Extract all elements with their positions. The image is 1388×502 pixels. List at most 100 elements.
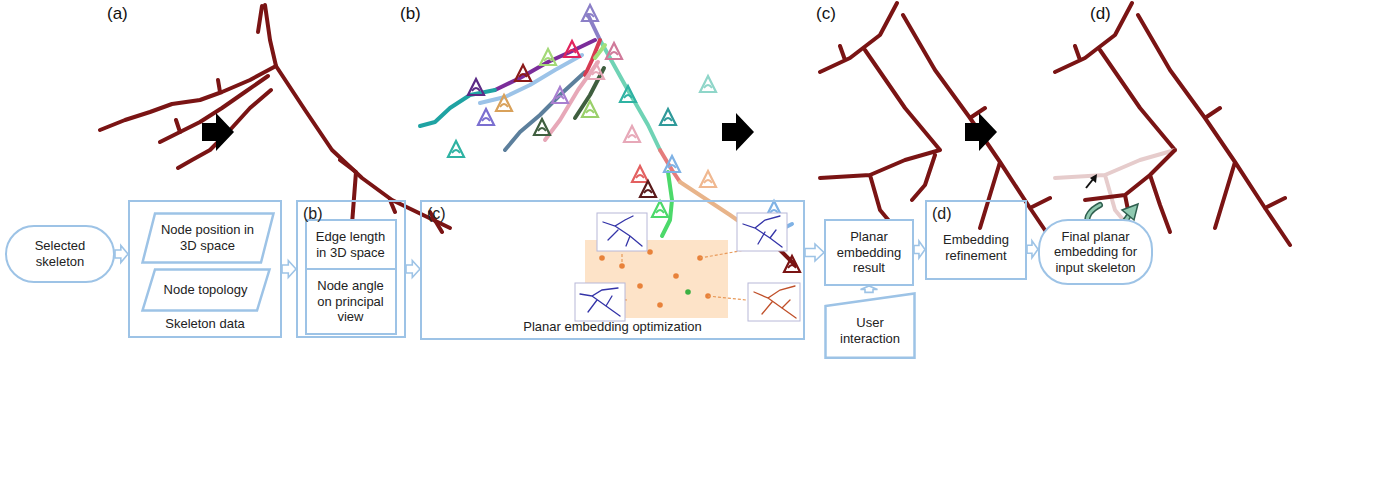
segment [495, 40, 595, 90]
view-symbol [582, 101, 598, 117]
step-arrow [202, 113, 234, 151]
group-box: (b)Edge length in 3D spaceNode angle on … [296, 200, 406, 338]
view-eye [636, 175, 644, 178]
view-eye [644, 190, 652, 193]
view-eye [704, 180, 712, 183]
view-symbol [582, 5, 598, 21]
node-text: Selected skeleton [13, 238, 107, 269]
data-parallelogram: Node position in 3D space [141, 212, 275, 264]
flow-arrow [861, 286, 878, 293]
view-eye [704, 85, 712, 88]
terminal-pill: Selected skeleton [5, 225, 115, 283]
mini-tree [754, 286, 796, 318]
view-triangle [588, 63, 604, 79]
skeleton-c [820, 3, 1055, 245]
view-triangle [515, 65, 531, 81]
view-triangle [540, 49, 556, 65]
skeleton-branch [178, 90, 271, 168]
view-eye [586, 110, 594, 113]
view-eye [452, 150, 460, 153]
view-eye [788, 265, 796, 268]
view-symbol [588, 63, 604, 79]
view-eye [482, 118, 490, 121]
view-eye [610, 52, 618, 55]
view-triangle [620, 86, 636, 102]
node-text: Edge length in 3D space [313, 229, 389, 260]
thumbnail-trees [580, 216, 796, 318]
node-text: Node topology [164, 282, 248, 298]
view-eye [519, 74, 527, 77]
node-text: User interaction [830, 315, 910, 346]
view-symbol [468, 79, 484, 95]
flow-arrow [115, 246, 128, 263]
node-text: Planar embedding result [832, 229, 906, 276]
step-arrow [722, 113, 754, 151]
candidate-dot [619, 263, 625, 269]
view-triangle [640, 181, 656, 197]
node-text: (b) [303, 204, 323, 223]
view-eye [586, 14, 594, 17]
process-box: Planar embedding result [824, 219, 914, 286]
view-triangle [448, 141, 464, 157]
view-eye [628, 135, 636, 138]
group-box: (c)Planar embedding optimization [420, 200, 805, 340]
view-symbols [448, 5, 800, 272]
view-triangle [478, 109, 494, 125]
segment [662, 172, 672, 236]
thumbnail [597, 213, 647, 251]
node-text: Skeleton data [130, 316, 280, 332]
skeleton-branch [820, 3, 1055, 245]
skeleton-a [100, 5, 450, 232]
flow-arrow [282, 261, 296, 278]
view-eye [568, 50, 576, 53]
thumbnail [748, 283, 800, 321]
segment [480, 55, 582, 103]
node-text: Embedding refinement [931, 232, 1021, 263]
view-triangle [606, 43, 622, 59]
view-symbol [606, 43, 622, 59]
view-triangle [496, 95, 512, 111]
parallelogram [142, 269, 269, 310]
candidate-dot [599, 255, 605, 261]
view-triangle [582, 101, 598, 117]
candidate-dot [685, 289, 691, 295]
node-text: (d) [932, 204, 952, 223]
panel-label: (c) [816, 4, 836, 24]
group-box: Skeleton data Node position in 3D spaceNo… [128, 200, 282, 338]
rotation-arrowhead [1122, 204, 1138, 220]
view-symbol [664, 156, 680, 172]
view-symbol [534, 119, 550, 135]
view-symbol [540, 49, 556, 65]
skeleton-branch [1055, 3, 1290, 245]
view-triangle [700, 171, 716, 187]
view-eye [668, 165, 676, 168]
view-triangle [784, 256, 800, 272]
view-eye [472, 88, 480, 91]
thumbnail [737, 213, 787, 251]
flow-arrow [406, 261, 420, 278]
panel-label: (a) [107, 4, 128, 24]
view-symbol [552, 87, 568, 103]
view-triangle [624, 126, 640, 142]
view-symbol [632, 166, 648, 182]
parallelogram [142, 213, 273, 262]
mini-tree [580, 288, 620, 316]
view-triangle [652, 201, 668, 217]
skeleton-branch [176, 80, 442, 232]
skeleton-d [1055, 3, 1290, 245]
view-eye [556, 96, 564, 99]
leader-line [621, 253, 622, 262]
view-symbol [652, 201, 668, 217]
view-symbol [448, 141, 464, 157]
skeleton-branch [100, 66, 276, 130]
segment [588, 15, 600, 40]
skeleton-b [420, 15, 795, 265]
node-text: Final planar embedding for input skeleto… [1046, 229, 1145, 276]
view-eye [624, 95, 632, 98]
view-eye [592, 72, 600, 75]
view-triangle [534, 119, 550, 135]
view-symbol [624, 126, 640, 142]
view-eye [500, 104, 508, 107]
view-triangle [632, 166, 648, 182]
view-symbol [660, 109, 676, 125]
